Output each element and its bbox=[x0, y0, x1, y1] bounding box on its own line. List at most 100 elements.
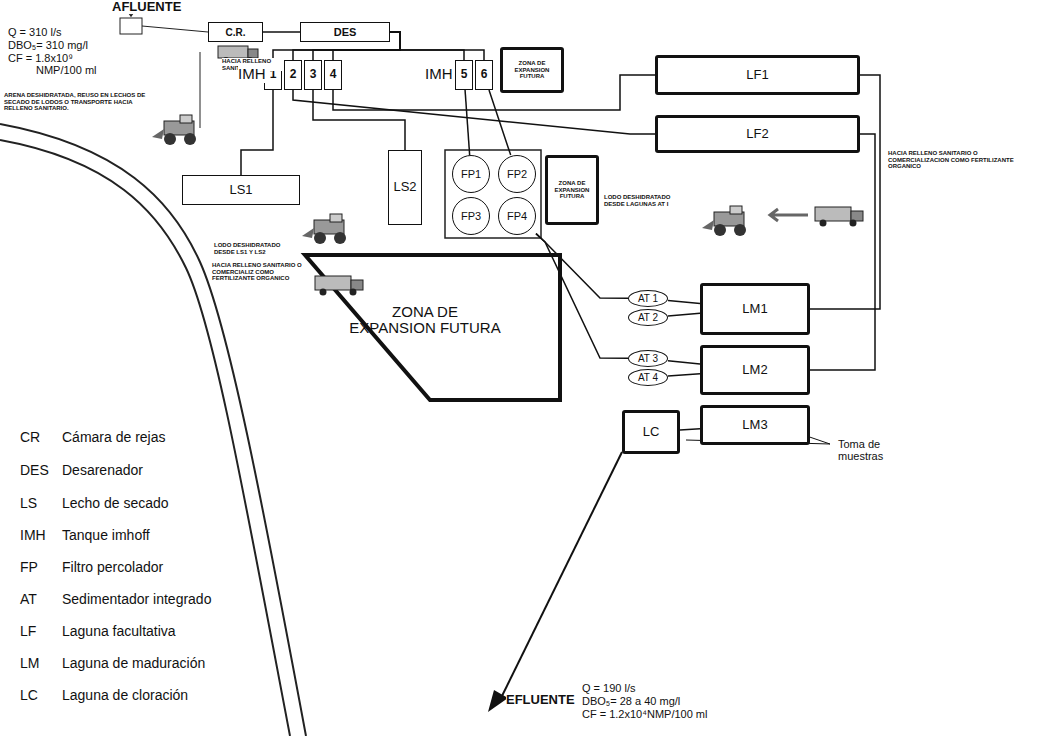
inlet-line bbox=[142, 26, 208, 32]
process-box: C.R. bbox=[208, 22, 263, 42]
process-box: ZONA DE EXPANSION FUTURA bbox=[347, 275, 503, 365]
node-text: LF2 bbox=[744, 127, 770, 141]
note-label: CF = 1.8x10⁹ bbox=[8, 52, 73, 64]
node-text: LS2 bbox=[391, 180, 418, 194]
node-text: AT 2 bbox=[636, 312, 660, 323]
node-text: LM1 bbox=[740, 302, 769, 316]
legend-text: Sedimentador integrado bbox=[62, 592, 211, 607]
circle-unit: FP3 bbox=[452, 197, 490, 235]
note-label: ARENA DESHIDRATADA, REUSO EN LECHOS DE S… bbox=[4, 92, 154, 112]
legend-text: LC bbox=[20, 688, 38, 703]
legend-text: Lecho de secado bbox=[62, 496, 169, 511]
effluent-line bbox=[500, 452, 622, 700]
node-text: 4 bbox=[328, 68, 339, 81]
process-box: LF1 bbox=[655, 55, 860, 95]
legend-text: Filtro percolador bbox=[62, 560, 163, 575]
river bbox=[0, 124, 306, 736]
note-label: EFLUENTE bbox=[506, 693, 575, 707]
node-text: AT 1 bbox=[636, 293, 660, 304]
circle-unit: AT 4 bbox=[628, 369, 668, 386]
pipe-line bbox=[810, 75, 880, 309]
process-box: LS1 bbox=[182, 175, 300, 205]
note-label: AFLUENTE bbox=[112, 0, 181, 14]
node-text: ZONA DE EXPANSION FUTURA bbox=[503, 60, 561, 80]
note-label: CF = 1.2x10⁴NMP/100 ml bbox=[582, 708, 707, 720]
pipe-line bbox=[465, 90, 470, 155]
note-label: HACIA RELLENO SANITARIO O COMERCIALIZ CO… bbox=[212, 262, 302, 282]
circle-unit: AT 1 bbox=[628, 290, 668, 307]
legend-text: Cámara de rejas bbox=[62, 430, 166, 445]
node-text: FP1 bbox=[459, 168, 483, 180]
process-box: LM3 bbox=[700, 405, 810, 445]
process-box: LM1 bbox=[700, 283, 810, 335]
process-box: 5 bbox=[455, 60, 473, 90]
node-text: 2 bbox=[288, 68, 299, 81]
note-label: Toma de muestras bbox=[838, 438, 902, 462]
node-text: FP2 bbox=[505, 168, 529, 180]
note-label: Q = 310 l/s bbox=[8, 26, 62, 38]
process-box: 6 bbox=[475, 60, 493, 90]
note-label: LODO DESHIDRATADO DESDE LS1 Y LS2 bbox=[214, 242, 300, 255]
note-label: LODO DESHIDRATADO DESDE LAGUNAS AT I bbox=[604, 194, 692, 207]
circle-unit: FP4 bbox=[498, 197, 536, 235]
node-text: FP3 bbox=[459, 210, 483, 222]
process-box: LC bbox=[622, 410, 680, 454]
process-box: 2 bbox=[284, 60, 302, 90]
note-label: IMH bbox=[238, 66, 266, 83]
loader bbox=[702, 206, 746, 236]
truck bbox=[315, 276, 363, 296]
pipe-line bbox=[668, 300, 700, 303]
legend-text: Laguna de cloración bbox=[62, 688, 188, 703]
effluent-arrow bbox=[488, 690, 508, 712]
truck bbox=[815, 207, 863, 227]
node-text: FP4 bbox=[505, 210, 529, 222]
pipe-line bbox=[668, 374, 700, 376]
node-text: LM3 bbox=[740, 418, 769, 432]
node-text: LC bbox=[641, 425, 662, 439]
expansion-zone bbox=[305, 255, 560, 400]
inlet-box bbox=[120, 18, 142, 34]
legend-text: Laguna facultativa bbox=[62, 624, 176, 639]
legend-text: FP bbox=[20, 560, 38, 575]
pipe-line bbox=[293, 90, 655, 134]
pipe-line bbox=[668, 313, 700, 316]
node-text: ZONA DE EXPANSION FUTURA bbox=[548, 180, 596, 200]
node-text: LF1 bbox=[744, 68, 770, 82]
pipe-line bbox=[263, 31, 300, 33]
node-text: 5 bbox=[459, 68, 470, 81]
transport-arrow bbox=[770, 209, 808, 221]
pipe-line bbox=[810, 134, 875, 370]
pipe-line bbox=[680, 429, 700, 430]
circle-unit: FP2 bbox=[498, 155, 536, 193]
node-text: AT 3 bbox=[636, 353, 660, 364]
node-text: DES bbox=[332, 26, 359, 38]
legend-text: Laguna de maduración bbox=[62, 656, 205, 671]
pipe-line bbox=[390, 32, 484, 60]
pipe-line bbox=[241, 90, 273, 175]
node-text: ZONA DE EXPANSION FUTURA bbox=[347, 304, 503, 337]
note-label: NMP/100 ml bbox=[36, 64, 97, 76]
legend-text: DES bbox=[20, 463, 49, 478]
loader bbox=[152, 115, 196, 145]
legend-text: LS bbox=[20, 496, 37, 511]
node-text: C.R. bbox=[224, 27, 248, 38]
sand-line bbox=[200, 52, 201, 128]
note-label: DBO₅= 28 a 40 mg/l bbox=[582, 695, 680, 707]
legend-text: Tanque imhoff bbox=[62, 528, 150, 543]
node-text: LS1 bbox=[227, 183, 254, 197]
circle-unit: AT 3 bbox=[628, 350, 668, 367]
legend-text: CR bbox=[20, 430, 40, 445]
pipe-line bbox=[313, 90, 405, 150]
node-text: 3 bbox=[308, 68, 319, 81]
pipe-line bbox=[390, 32, 464, 60]
pipe-line bbox=[489, 90, 511, 155]
node-text: LM2 bbox=[740, 363, 769, 377]
process-box: LS2 bbox=[388, 150, 422, 225]
process-box: LM2 bbox=[700, 345, 810, 395]
circle-unit: FP1 bbox=[452, 155, 490, 193]
node-text: AT 4 bbox=[636, 372, 660, 383]
process-box: LF2 bbox=[655, 115, 860, 153]
process-box: ZONA DE EXPANSION FUTURA bbox=[545, 155, 599, 225]
process-box: 3 bbox=[304, 60, 322, 90]
note-label: DBO₅= 310 mg/l bbox=[8, 39, 88, 51]
